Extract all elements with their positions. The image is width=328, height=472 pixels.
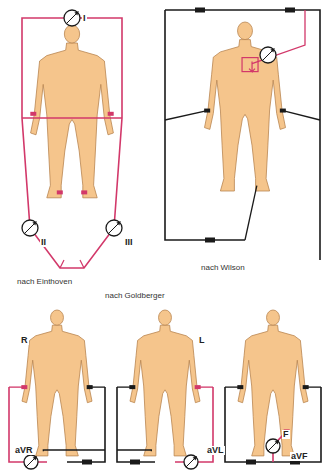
body-figure [31, 43, 114, 198]
wire [117, 450, 151, 451]
wire [22, 18, 122, 118]
wire [43, 450, 105, 451]
chest-arrow [249, 62, 255, 72]
wire [22, 118, 122, 268]
resistor-symbol [246, 460, 256, 465]
voltmeter-symbol [260, 47, 276, 63]
wire [283, 111, 320, 120]
wire [165, 10, 320, 260]
voltmeter-symbol [64, 10, 80, 26]
electrode [21, 385, 27, 389]
electrode-label: L [198, 336, 206, 345]
voltmeter-symbol [22, 220, 38, 236]
wire [165, 111, 207, 120]
electrode [195, 385, 201, 389]
body-figure [130, 325, 200, 456]
voltmeter-symbol [266, 439, 280, 453]
needle-head [193, 456, 197, 460]
body-figure [238, 325, 308, 456]
wire [117, 387, 155, 462]
resistor-symbol [285, 8, 295, 13]
resistor-symbol [82, 460, 92, 465]
lead-label: aVR [14, 446, 34, 455]
resistor-symbol [195, 8, 205, 13]
meter-needle [66, 12, 78, 24]
lead-label: III [124, 238, 134, 247]
electrode [81, 190, 87, 194]
wire [252, 10, 305, 64]
meter-needle [24, 222, 36, 234]
lead-label: aVL [206, 446, 225, 455]
needle-head [270, 49, 274, 53]
body-figure [22, 325, 92, 456]
needle-head [74, 12, 78, 16]
head [238, 22, 253, 40]
electrode [303, 385, 309, 389]
meter-needle [262, 49, 274, 61]
voltmeter-symbol [184, 455, 198, 469]
wire [245, 186, 257, 240]
wire [67, 387, 105, 462]
head [51, 310, 64, 325]
caption-text: nach Wilson [200, 264, 246, 272]
electrode [280, 109, 286, 113]
resistor-symbol [205, 238, 215, 243]
needle-head [116, 222, 120, 226]
electrode [237, 385, 243, 389]
wire [9, 387, 47, 462]
head [267, 310, 280, 325]
electrode [57, 190, 63, 194]
wire [60, 260, 84, 268]
meter-needle [26, 456, 36, 467]
wire [22, 117, 122, 119]
lead-label: II [40, 238, 47, 247]
electrode-label: F [282, 430, 290, 439]
head [64, 25, 79, 43]
voltmeter-symbol [106, 220, 122, 236]
meter-needle [186, 456, 197, 467]
electrode [204, 109, 210, 113]
electrode [108, 112, 114, 116]
needle-head [33, 456, 37, 460]
electrode [87, 385, 93, 389]
head [159, 310, 172, 325]
electrode [30, 112, 36, 116]
body-figure [205, 40, 286, 191]
wire [225, 387, 321, 462]
electrode [129, 385, 135, 389]
voltmeter-symbol [24, 455, 38, 469]
caption-text: nach Einthoven [16, 278, 73, 286]
needle-head [275, 440, 279, 444]
resistor-symbol [130, 460, 140, 465]
lead-label: aVF [290, 452, 309, 461]
electrode-label: R [20, 336, 29, 345]
lead-label: I [82, 14, 87, 23]
meter-needle [108, 222, 120, 234]
caption-text: nach Goldberger [104, 292, 166, 300]
meter-needle [268, 440, 279, 451]
needle-head [32, 222, 36, 226]
chest-electrode [242, 58, 258, 72]
